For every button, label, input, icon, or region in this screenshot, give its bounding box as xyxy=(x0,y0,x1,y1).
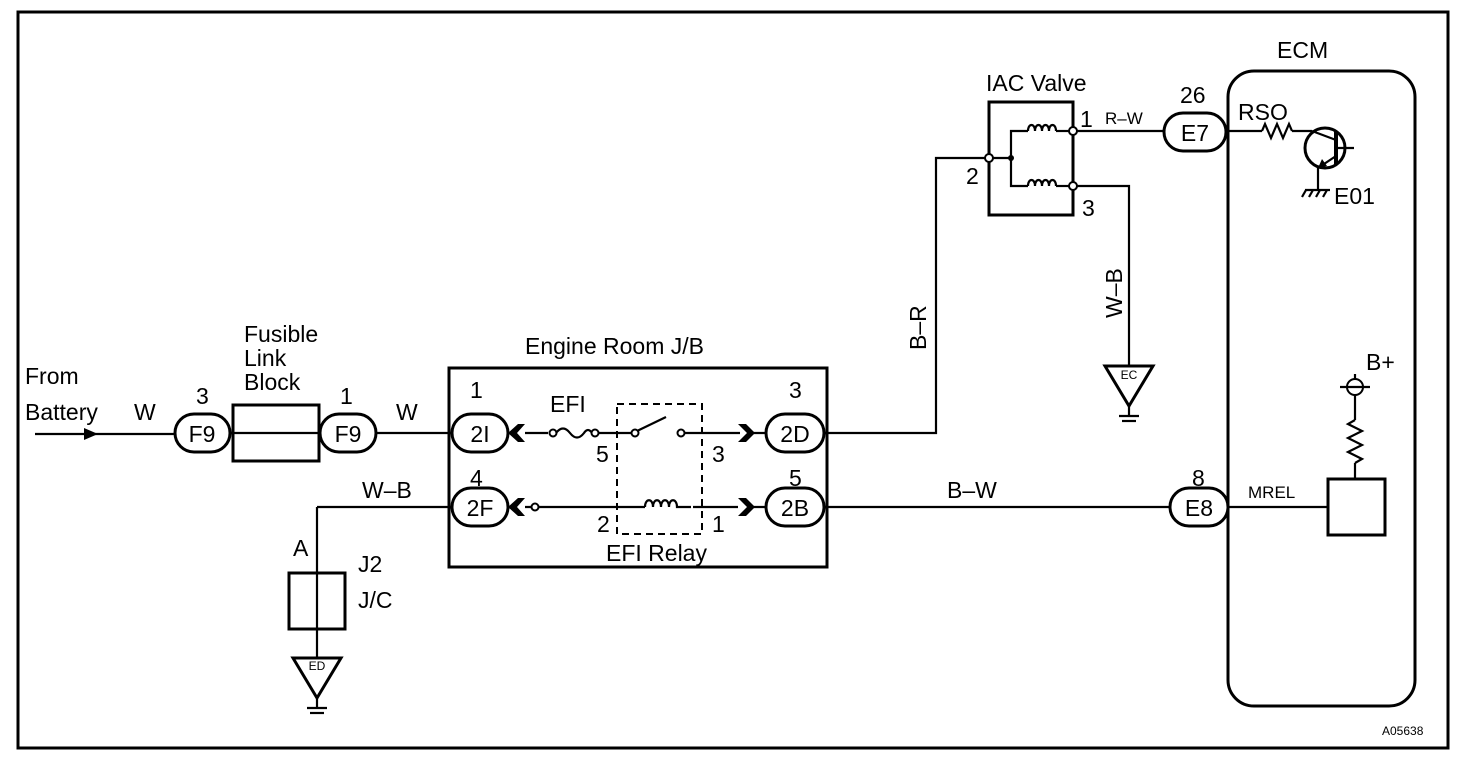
ground-ec-label: EC xyxy=(1121,368,1138,382)
wire-color-iac-ground: W–B xyxy=(1101,268,1127,318)
c2f-pin: 4 xyxy=(470,465,483,491)
iac-coil-lower xyxy=(1026,178,1058,187)
c2d-pin: 3 xyxy=(789,377,802,403)
junction-pin: A xyxy=(293,535,309,561)
bplus-resistor xyxy=(1345,419,1365,464)
f9-out-pin: 1 xyxy=(340,383,353,409)
ground-ed-icon xyxy=(290,656,344,701)
ecm-bplus-label: B+ xyxy=(1366,349,1395,375)
connector-e7 xyxy=(1162,111,1228,153)
wire-color-relay-ecm: B–W xyxy=(947,477,997,503)
iac-pin-2: 2 xyxy=(966,163,979,189)
relay-switch xyxy=(636,416,667,432)
efi-relay-label: EFI Relay xyxy=(606,540,707,566)
wire-color-iac-ecm: R–W xyxy=(1105,109,1143,128)
engine-room-jb-title: Engine Room J/B xyxy=(525,333,704,359)
relay-coil xyxy=(633,499,691,509)
diagram-frame xyxy=(16,10,1450,750)
relay-pin-3: 3 xyxy=(712,441,725,467)
wire-color-ground-jb: W–B xyxy=(362,477,412,503)
relay-pin-1: 1 xyxy=(712,511,725,537)
relay-pin-5: 5 xyxy=(596,441,609,467)
f9-out-label: F9 xyxy=(335,421,362,447)
ground-ed-label: ED xyxy=(309,659,326,673)
e8-pin: 8 xyxy=(1192,465,1205,491)
mrel-block xyxy=(1326,477,1387,537)
wire-color-battery: W xyxy=(134,399,156,425)
f9-in-label: F9 xyxy=(189,421,216,447)
efi-fuse xyxy=(555,427,593,439)
e7-label: E7 xyxy=(1181,120,1209,146)
junction-type: J/C xyxy=(358,587,393,613)
f9-in-pin: 3 xyxy=(196,383,209,409)
ground-ec-icon xyxy=(1102,364,1156,409)
ecm-e01-label: E01 xyxy=(1334,183,1375,209)
iac-pin-1: 1 xyxy=(1080,106,1093,132)
junction-id: J2 xyxy=(358,551,382,577)
e8-label: E8 xyxy=(1185,495,1213,521)
wire-color-fl-jb: W xyxy=(396,399,418,425)
efi-relay-box xyxy=(616,403,703,535)
iac-coil-upper xyxy=(1026,123,1058,132)
c2i-pin: 1 xyxy=(470,377,483,403)
diagram-code: A05638 xyxy=(1382,724,1424,738)
engine-room-jb-box xyxy=(447,366,829,569)
ecm-mrel-label: MREL xyxy=(1248,483,1295,502)
wire-to-iac xyxy=(824,156,989,435)
wire-iac-ground xyxy=(1077,184,1131,368)
terminal-arrow-2i xyxy=(508,424,525,442)
fusible-link-line1: Fusible xyxy=(244,321,318,347)
iac-valve-title: IAC Valve xyxy=(986,70,1087,96)
ecm-title: ECM xyxy=(1277,37,1328,63)
terminal-arrow-2f xyxy=(508,498,525,516)
wire-color-to-iac: B–R xyxy=(905,305,931,350)
c2i-label: 2I xyxy=(470,421,489,447)
ecm-box xyxy=(1226,69,1417,708)
flow-arrow-icon xyxy=(84,428,98,440)
rso-resistor xyxy=(1260,121,1294,141)
fusible-link-line3: Block xyxy=(244,369,301,395)
c2b-pin: 5 xyxy=(789,465,802,491)
fusible-link-line2: Link xyxy=(244,345,287,371)
efi-fuse-label: EFI xyxy=(550,391,586,417)
ecm-rso-label: RSO xyxy=(1238,99,1288,125)
e7-pin: 26 xyxy=(1180,82,1206,108)
c2d-label: 2D xyxy=(780,421,809,447)
relay-pin-2: 2 xyxy=(597,511,610,537)
source-label-line2: Battery xyxy=(25,399,98,425)
source-label-line1: From xyxy=(25,363,79,389)
c2b-label: 2B xyxy=(781,495,809,521)
c2f-label: 2F xyxy=(467,495,494,521)
iac-pin-3: 3 xyxy=(1082,195,1095,221)
